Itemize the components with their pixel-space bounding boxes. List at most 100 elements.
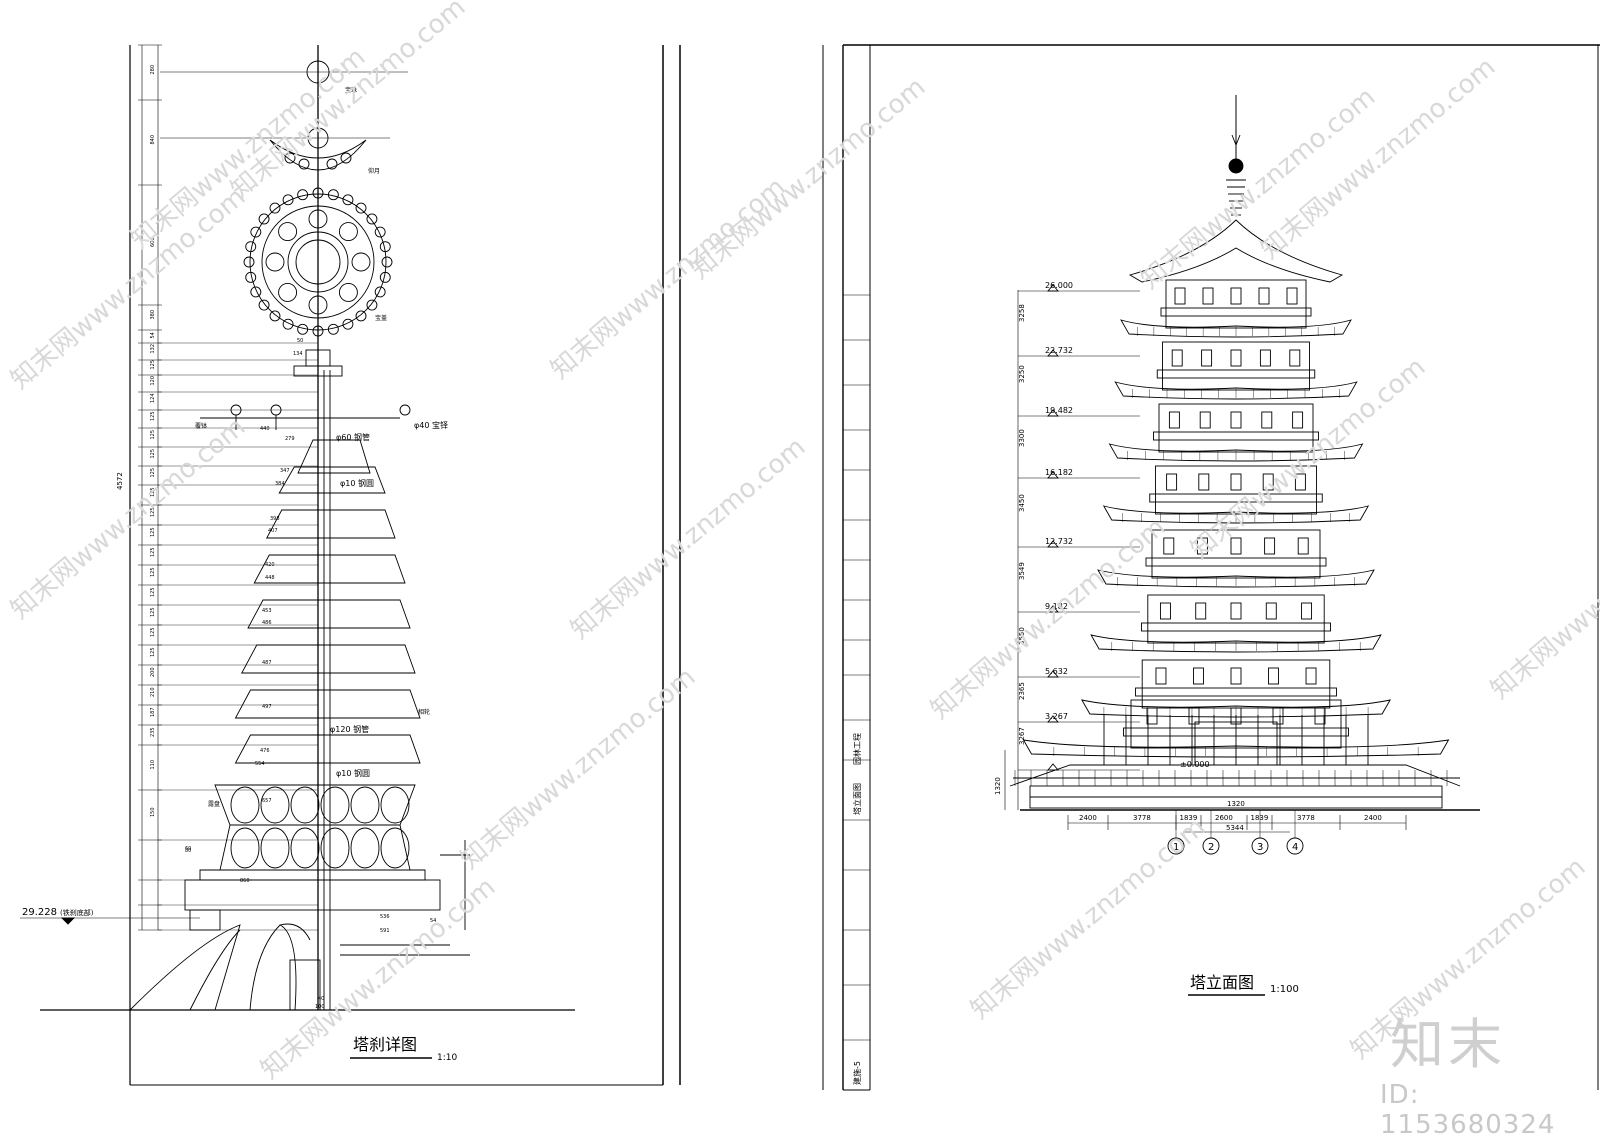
wheel-petal <box>351 252 371 272</box>
horizontal-dim-text: 54 <box>430 918 436 924</box>
spire-ring <box>234 689 421 719</box>
pagoda-eave <box>1090 634 1382 653</box>
elevation-marker <box>1047 349 1059 357</box>
elevation-value: 12.732 <box>1045 537 1073 546</box>
vertical-dim-text: 125 <box>150 507 156 517</box>
axis-label: 3 <box>1257 842 1263 853</box>
pagoda-window <box>1155 667 1167 685</box>
pagoda-window <box>1265 602 1277 620</box>
horizontal-dim-text: 40 <box>318 996 324 1002</box>
pagoda-window <box>1258 287 1270 305</box>
elevation-value: 3.267 <box>1045 712 1068 721</box>
spire-ring <box>278 466 386 494</box>
vertical-dim-text: 125 <box>150 449 156 459</box>
spire-labels: 29.228 (铁刹底部) 4572 宝珠 仰月 宝盖 φ40 宝铎 φ60 钢… <box>22 65 448 1010</box>
bottom-dim-value: 1839 <box>1251 814 1269 822</box>
pagoda-balcony <box>1149 493 1323 503</box>
vertical-dim-text: 600 <box>150 237 156 247</box>
vertical-dim-text: 125 <box>150 430 156 440</box>
wheel-petal <box>308 295 328 315</box>
horizontal-dim-text: 80 <box>185 848 191 854</box>
roof-ridges <box>40 923 575 1011</box>
storey-height: 2365 <box>1018 682 1026 700</box>
lotus-petal <box>320 786 350 824</box>
spire-detail <box>20 44 575 1011</box>
vertical-dim-text: 125 <box>150 647 156 657</box>
horizontal-dim-text: 420 <box>265 562 275 568</box>
vertical-dim-text: 125 <box>150 627 156 637</box>
vertical-dim-text: 120 <box>150 376 156 386</box>
storey-height: 3250 <box>1018 365 1026 383</box>
vertical-dim-text: 125 <box>150 547 156 557</box>
left-drawing-title: 塔刹详图 <box>353 1035 417 1054</box>
pagoda-window <box>1297 537 1309 555</box>
id-watermark: ID: 1153680324 <box>1380 1080 1556 1140</box>
horizontal-dim-text: 476 <box>260 748 270 754</box>
elevation-marker <box>1047 471 1059 479</box>
wheel-petal <box>278 282 298 302</box>
elevation-marker <box>1047 540 1059 548</box>
pagoda-window <box>1146 707 1158 725</box>
pagoda-window <box>1163 537 1175 555</box>
pagoda-window <box>1230 287 1242 305</box>
wheel-tooth <box>374 226 386 238</box>
wheel-tooth <box>312 187 324 199</box>
vertical-dim-text: 125 <box>150 527 156 537</box>
title-block-project: 园林工程 <box>852 733 862 765</box>
lotus-petal <box>350 786 380 824</box>
spire-ring <box>234 734 421 764</box>
pagoda-window <box>1166 473 1178 491</box>
wheel-tooth <box>374 286 386 298</box>
spire-ring <box>297 439 371 474</box>
storey-height: 3549 <box>1018 562 1026 580</box>
wheel-tooth <box>342 318 354 330</box>
horizontal-dim-text: 487 <box>262 660 272 666</box>
pagoda-balcony <box>1141 622 1331 632</box>
pagoda-window <box>1289 349 1301 367</box>
pagoda-balcony <box>1145 557 1327 567</box>
pagoda-window <box>1268 667 1279 685</box>
axis-label: 4 <box>1292 842 1298 853</box>
pagoda-top-roof <box>1128 219 1344 283</box>
vertical-dim-text: 54 <box>150 332 156 338</box>
horizontal-dim-text: 486 <box>262 620 272 626</box>
wheel-tooth <box>282 194 294 206</box>
wheel-petal <box>338 282 358 302</box>
wheel-tooth <box>258 299 270 311</box>
vertical-dim-text: 110 <box>150 760 156 770</box>
lotus-petal <box>320 827 350 869</box>
pagoda-window <box>1230 349 1242 367</box>
vertical-dim-text: 235 <box>150 727 156 737</box>
watermark-text: 知末网www.znzmo.com <box>1485 492 1600 705</box>
pagoda-window <box>1230 537 1242 555</box>
pagoda-window <box>1174 287 1186 305</box>
bottom-dim-value: 1839 <box>1180 814 1198 822</box>
lotus-petal <box>380 827 410 869</box>
horizontal-dim-text: 134 <box>293 351 303 357</box>
horizontal-dim-text: 497 <box>262 704 272 710</box>
pagoda-window <box>1305 667 1317 685</box>
pagoda-window <box>1188 707 1200 725</box>
pagoda-balcony <box>1135 687 1337 697</box>
horizontal-dim-text: 398 <box>270 516 280 522</box>
pagoda-window <box>1171 349 1183 367</box>
pagoda-window <box>1193 667 1204 685</box>
vertical-dim-text: 187 <box>150 707 156 717</box>
spire-ring <box>247 599 411 629</box>
axis-bubble <box>1251 837 1269 855</box>
watermark-text: 知末网www.znzmo.com <box>455 662 701 875</box>
lotus-petal <box>350 827 380 869</box>
wheel-tooth <box>381 256 393 268</box>
watermark-text: 知末网www.znzmo.com <box>965 812 1211 1025</box>
lotus-petal <box>290 786 320 824</box>
axis-bubble <box>1286 837 1304 855</box>
wheel-tooth <box>379 271 391 283</box>
elevation-value: 5.632 <box>1045 667 1068 676</box>
callout-pipe120: φ120 钢管 <box>330 724 369 734</box>
callout-rings: 相轮 <box>418 708 430 716</box>
pagoda-balcony <box>1160 307 1312 317</box>
horizontal-dim-text: 384 <box>275 481 285 487</box>
horizontal-dim-text: 657 <box>262 798 272 804</box>
wheel-tooth <box>312 325 324 337</box>
